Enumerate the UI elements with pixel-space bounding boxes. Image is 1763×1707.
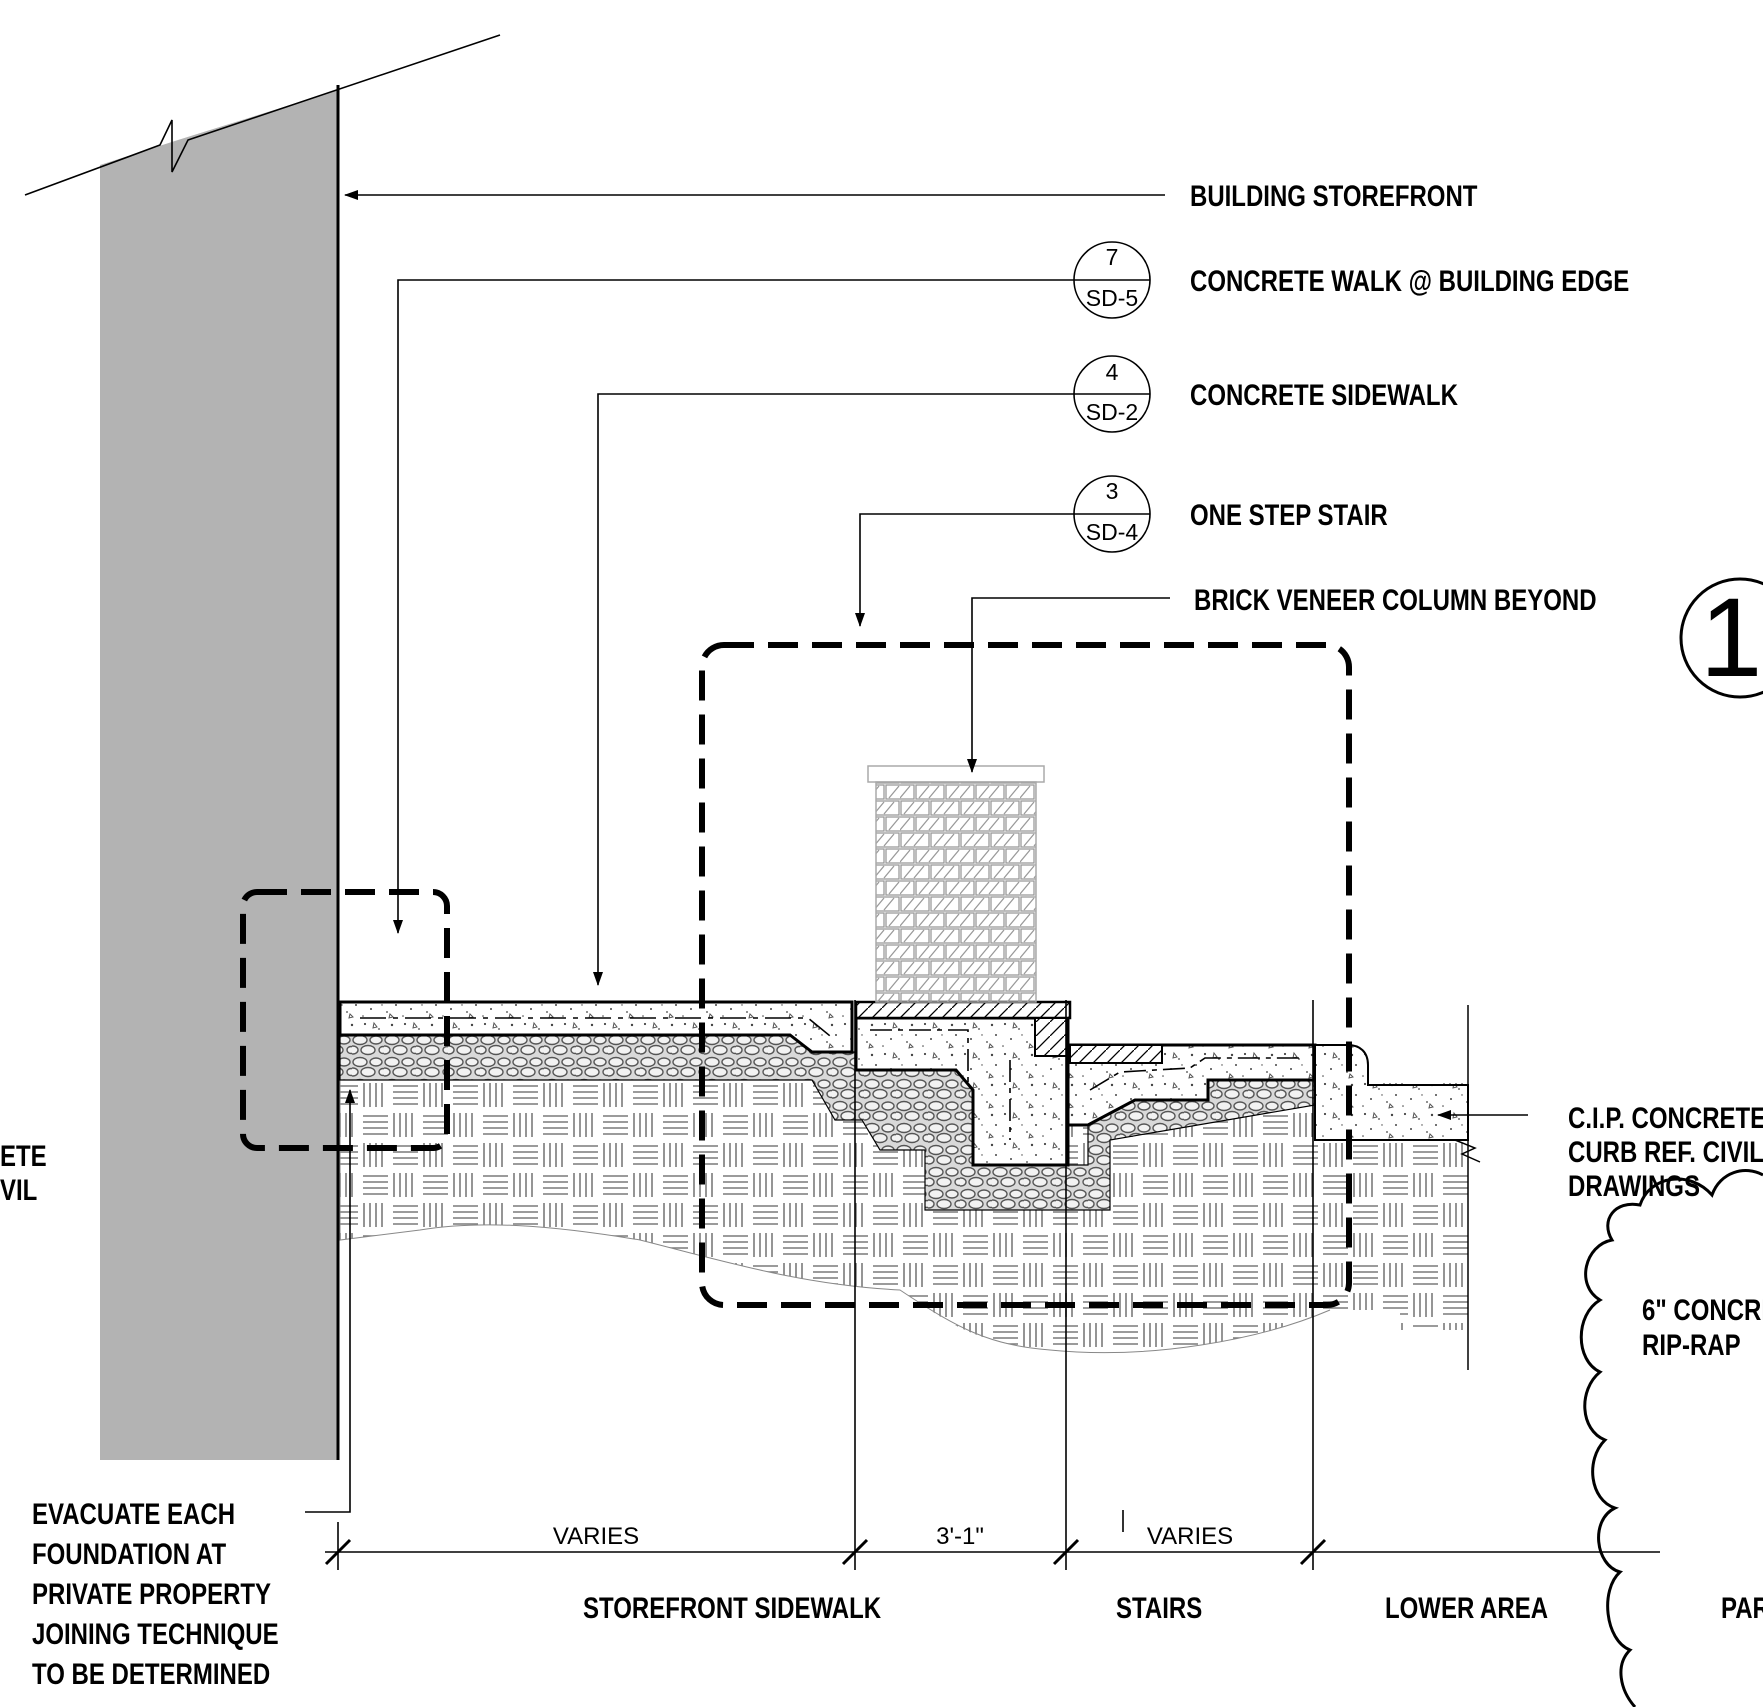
stair-tread [854, 1000, 1163, 1165]
evacuate-line: PRIVATE PROPERTY [32, 1576, 271, 1610]
detail-id-number: 1 [1700, 575, 1762, 700]
dimension-line [324, 1000, 1660, 1570]
note-riprap-line2: RIP-RAP [1642, 1327, 1741, 1361]
note-left-line1: ETE [0, 1138, 47, 1172]
detail-id-bubble: 1 [1679, 575, 1763, 700]
section-ref-stair: 3 SD-4 [1073, 475, 1151, 553]
note-cip-line2: CURB REF. CIVIL [1568, 1134, 1763, 1168]
zone-stairs: STAIRS [1116, 1590, 1202, 1624]
ref-sheet: SD-4 [1086, 519, 1139, 545]
evacuate-line: FOUNDATION AT [32, 1536, 226, 1570]
callout-concrete-sidewalk: CONCRETE SIDEWALK [1190, 377, 1458, 411]
detail-boundary-small [240, 889, 450, 1151]
callout-brick-column: BRICK VENEER COLUMN BEYOND [1194, 582, 1597, 616]
building-wall [24, 34, 501, 1460]
callout-building-storefront: BUILDING STOREFRONT [1190, 178, 1478, 212]
dim-storefront: VARIES [553, 1523, 639, 1550]
detail-boundary-large [699, 642, 1352, 1308]
section-ref-walk: 7 SD-5 [1073, 241, 1151, 319]
soil-layer [339, 1080, 1468, 1354]
section-ref-sidewalk: 4 SD-2 [1073, 355, 1151, 433]
evacuate-note: EVACUATE EACH FOUNDATION AT PRIVATE PROP… [32, 1496, 279, 1690]
ref-sheet: SD-2 [1086, 399, 1138, 425]
note-riprap-line1: 6" CONCRETE [1642, 1292, 1763, 1326]
dim-stairs: 3'-1" [936, 1523, 984, 1550]
zone-storefront-sidewalk: STOREFRONT SIDEWALK [583, 1590, 881, 1624]
note-cip-line3: DRAWINGS [1568, 1168, 1700, 1202]
callout-concrete-walk: CONCRETE WALK @ BUILDING EDGE [1190, 263, 1629, 297]
evacuate-line: TO BE DETERMINED [32, 1656, 270, 1690]
brick-column [867, 765, 1045, 1003]
evacuate-line: EVACUATE EACH [32, 1496, 235, 1530]
ref-number: 4 [1106, 359, 1119, 385]
ref-number: 7 [1106, 244, 1119, 270]
leader-lines [305, 190, 1528, 1513]
ref-number: 3 [1106, 478, 1119, 504]
rebar [360, 1017, 1300, 1140]
evacuate-line: JOINING TECHNIQUE [32, 1616, 279, 1650]
zone-lower-area: LOWER AREA [1385, 1590, 1548, 1624]
note-cip-line1: C.I.P. CONCRETE [1568, 1100, 1763, 1134]
ref-sheet: SD-5 [1086, 285, 1138, 311]
zone-parking-area: PARKING AREA [1721, 1590, 1763, 1624]
revision-cloud [1579, 1169, 1763, 1707]
dim-lower: VARIES [1147, 1523, 1233, 1550]
callout-one-step-stair: ONE STEP STAIR [1190, 497, 1388, 531]
note-left-line2: VIL [0, 1172, 37, 1206]
